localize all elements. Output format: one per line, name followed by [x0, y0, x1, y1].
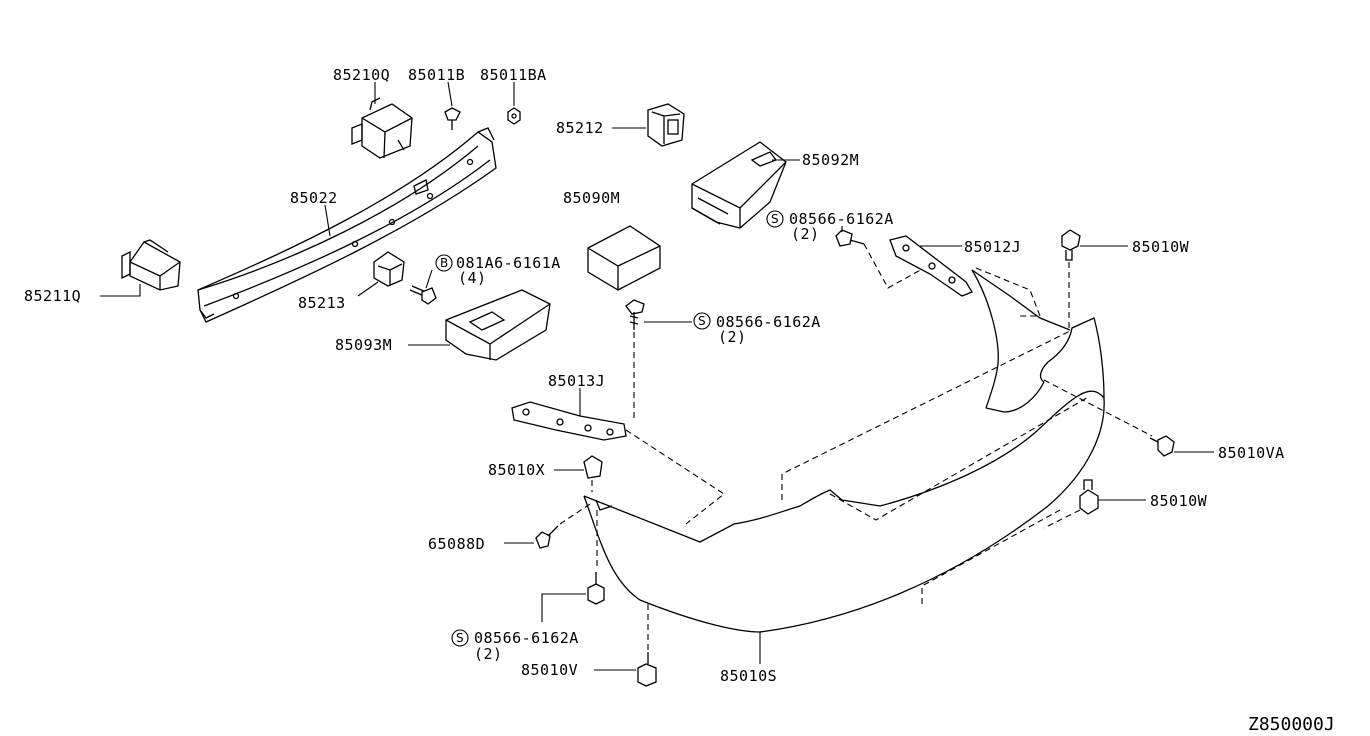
label-85210q: 85210Q	[333, 66, 390, 84]
label-85090m: 85090M	[563, 189, 620, 207]
label-85010w-bottom: 85010W	[1150, 492, 1208, 510]
bracket-85013j-drawing	[511, 401, 627, 441]
screw-top-right-drawing	[835, 229, 865, 247]
bracket-85211q-drawing	[121, 239, 181, 291]
dash-85010w-bottom	[1043, 509, 1081, 529]
nut-85011ba-drawing	[507, 107, 521, 125]
spacer-85093m-drawing	[445, 289, 551, 361]
bolt-081a6-drawing	[409, 285, 437, 305]
label-85211q: 85211Q	[24, 287, 81, 305]
label-85010v: 85010V	[521, 661, 578, 679]
label-screw-mid-qty: (2)	[718, 328, 747, 346]
leader-85011b	[447, 81, 453, 107]
label-65088d: 65088D	[428, 535, 485, 553]
dash-fascia-side	[975, 267, 1041, 317]
screw-mid-drawing	[625, 299, 645, 330]
screw-bottom-drawing	[587, 572, 605, 605]
label-85013j: 85013J	[548, 372, 605, 390]
screw-bottom-prefix: S	[456, 631, 464, 645]
bolt-b-prefix: B	[440, 256, 448, 270]
label-85011ba: 85011BA	[480, 66, 547, 84]
label-85010s: 85010S	[720, 667, 777, 685]
dash-65088d	[559, 503, 591, 525]
bracket-85213-drawing	[373, 251, 405, 287]
label-85093m: 85093M	[335, 336, 392, 354]
screw-top-right-circle-icon	[766, 210, 784, 228]
label-screw-bottom-qty: (2)	[474, 645, 503, 663]
spacer-85092m-drawing	[691, 141, 787, 229]
label-85092m: 85092M	[802, 151, 859, 169]
screw-mid-circle-icon	[693, 312, 711, 330]
bracket-85210q-drawing	[351, 97, 413, 159]
dash-fascia-lower	[921, 509, 1061, 604]
clip-85010w-top-drawing	[1061, 229, 1081, 261]
clip-85010x-drawing	[583, 455, 603, 479]
label-85010va: 85010VA	[1218, 444, 1285, 462]
screw-top-right-prefix: S	[771, 212, 779, 226]
absorber-85090m-drawing	[587, 225, 661, 291]
bracket-85212-drawing	[647, 103, 685, 147]
dash-85013j	[625, 429, 725, 525]
drawing-code: Z850000J	[1248, 714, 1335, 735]
reinforcement-85022-drawing	[197, 127, 497, 323]
leader-85213	[357, 281, 379, 297]
dash-fascia-mid	[829, 395, 1091, 521]
dash-85010va	[1043, 379, 1153, 437]
label-screw-mid: 08566-6162A	[716, 313, 821, 331]
label-85011b: 85011B	[408, 66, 465, 84]
label-screw-top-right: 08566-6162A	[789, 210, 894, 228]
label-85213: 85213	[298, 294, 346, 312]
screw-bottom-circle-icon	[451, 629, 469, 647]
label-bolt-081a6-qty: (4)	[458, 269, 487, 287]
label-85212: 85212	[556, 119, 604, 137]
label-85010x: 85010X	[488, 461, 545, 479]
bracket-85012j-drawing	[889, 235, 973, 297]
label-bolt-081a6: 081A6-6161A	[456, 254, 561, 272]
screw-65088d-drawing	[535, 525, 559, 549]
screw-85010va-drawing	[1149, 435, 1175, 457]
leader-85211q	[100, 284, 141, 297]
dash-fascia-upper	[781, 329, 1073, 500]
leader-screw-bottom	[541, 593, 586, 622]
leader-85022	[324, 204, 331, 237]
label-85022: 85022	[290, 189, 338, 207]
screw-mid-prefix: S	[698, 314, 706, 328]
clip-85011b-drawing	[444, 107, 461, 130]
bolt-b-circle-icon	[435, 254, 453, 272]
clip-85010v-drawing	[637, 652, 657, 687]
dash-screw-top-right	[863, 243, 925, 289]
label-screw-top-right-qty: (2)	[791, 225, 820, 243]
leader-bolt-081a6	[425, 269, 433, 289]
label-85012j: 85012J	[964, 238, 1021, 256]
clip-85010w-bottom-drawing	[1079, 479, 1099, 515]
bumper-fascia-85010s-drawing	[583, 269, 1105, 633]
label-85010w-top: 85010W	[1132, 238, 1190, 256]
label-screw-bottom: 08566-6162A	[474, 629, 579, 647]
